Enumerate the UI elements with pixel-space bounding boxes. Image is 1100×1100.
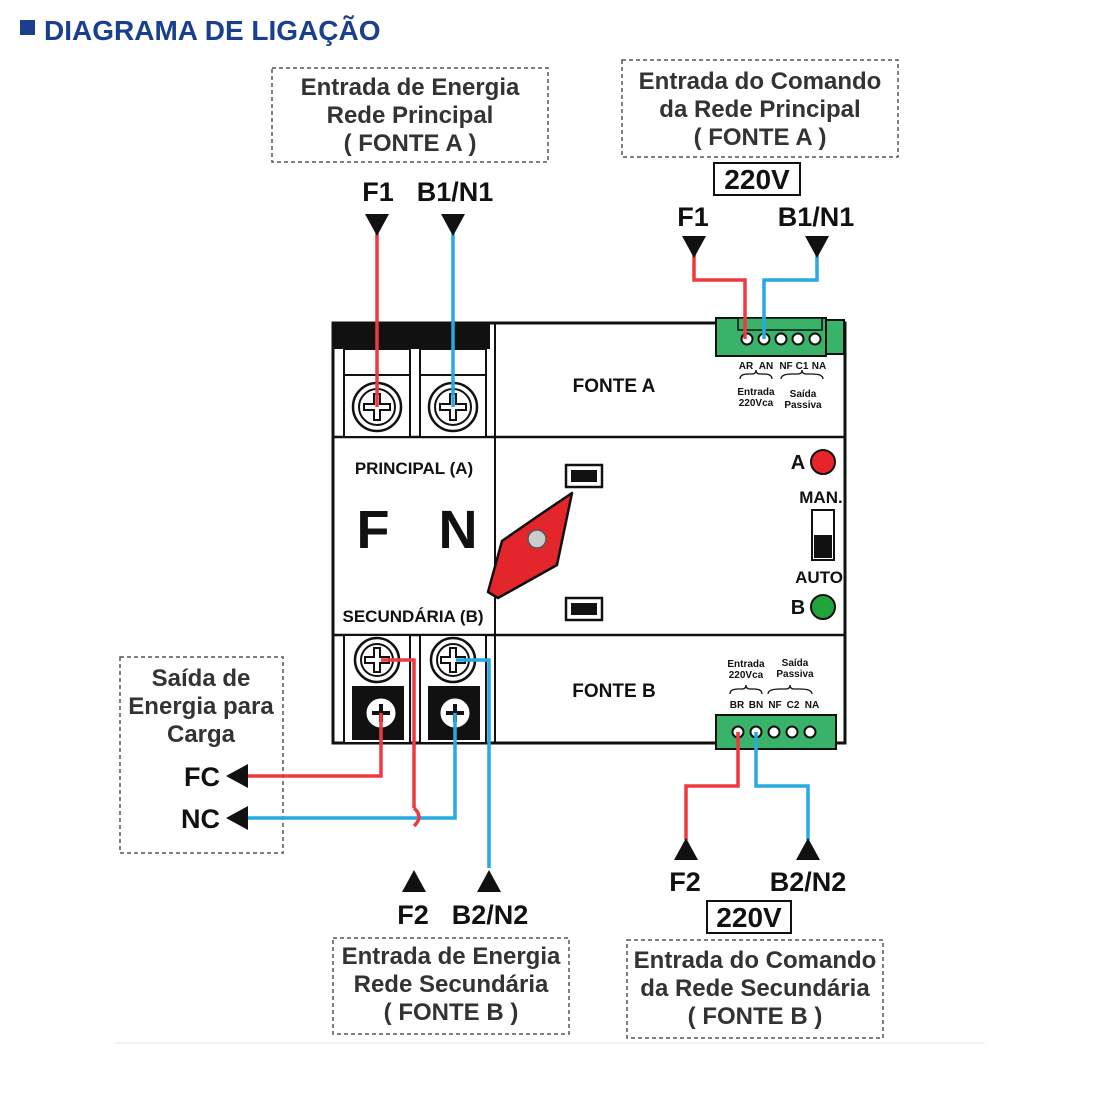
title-bullet-icon [20, 20, 35, 35]
voltage-a-label: 220V [724, 164, 790, 195]
pin-a-ar: AR [739, 361, 754, 372]
pin-b-nf: NF [768, 700, 781, 711]
wire-cmd-b-n2 [754, 732, 810, 840]
label-a-n1: B1/N1 [417, 177, 494, 207]
pin-b-na: NA [805, 700, 819, 711]
command-a-line-2: da Rede Principal [659, 96, 860, 123]
wire-cmd-a-n1 [762, 252, 819, 339]
wire-load-fc [247, 713, 383, 778]
led-a-label: A [791, 452, 805, 474]
energy-b-line-3: ( FONTE B ) [384, 999, 519, 1026]
top-cap [333, 323, 490, 349]
energy-a-line-1: Entrada de Energia [301, 74, 520, 101]
command-b-line-3: ( FONTE B ) [688, 1003, 823, 1030]
terminal-b-entrada-2: 220Vca [729, 670, 764, 681]
pin-a-c1: C1 [796, 361, 809, 372]
terminal-b-saida-1: Saída [782, 658, 809, 669]
terminal-b-saida-2: Passiva [776, 669, 814, 680]
arrow-down-icon [805, 236, 829, 258]
arrow-up-icon [402, 870, 426, 892]
terminal-a-saida-2: Passiva [784, 400, 822, 411]
load-line-3: Carga [167, 721, 236, 748]
terminal-a-entrada-2: 220Vca [739, 398, 774, 409]
terminal-block-a [715, 317, 845, 357]
label-cmd-a-f1: F1 [677, 202, 709, 232]
led-a-icon [810, 449, 836, 475]
terminal-block-b [715, 714, 837, 750]
wire-cmd-a-f1 [692, 252, 747, 339]
energy-b-line-1: Entrada de Energia [342, 943, 561, 970]
manual-lever[interactable] [486, 491, 574, 600]
command-a-line-1: Entrada do Comando [639, 68, 882, 95]
command-a-line-3: ( FONTE A ) [694, 124, 827, 151]
led-b-icon [810, 594, 836, 620]
voltage-b-box: 220V [706, 900, 792, 934]
load-line-2: Energia para [128, 693, 274, 720]
arrow-up-icon [674, 838, 698, 860]
voltage-b-label: 220V [716, 902, 782, 933]
label-b-f2: F2 [397, 900, 429, 930]
led-b-label: B [791, 597, 805, 619]
big-n-label: N [439, 500, 478, 560]
wire-cmd-b-f2 [684, 732, 740, 840]
pin-b-c2: C2 [787, 700, 800, 711]
screw-bottom-f-icon [353, 636, 401, 684]
load-box: Saída de Energia para Carga [119, 656, 284, 854]
pin-b-bn: BN [749, 700, 763, 711]
command-b-box: Entrada do Comando da Rede Secundária ( … [626, 939, 884, 1039]
screw-bottom-n-icon [429, 636, 477, 684]
page-title: DIAGRAMA DE LIGAÇÃO [44, 15, 381, 46]
secundaria-label: SECUNDÁRIA (B) [342, 607, 483, 626]
energy-b-line-2: Rede Secundária [354, 971, 549, 998]
pin-a-nf: NF [779, 361, 792, 372]
energy-a-box: Entrada de Energia Rede Principal ( FONT… [271, 67, 549, 163]
pin-b-br: BR [730, 700, 745, 711]
label-load-fc: FC [184, 762, 220, 792]
arrow-down-icon [441, 214, 465, 236]
energy-a-line-3: ( FONTE A ) [344, 130, 477, 157]
arrow-left-icon [226, 764, 248, 788]
label-b-n2: B2/N2 [452, 900, 529, 930]
man-label: MAN. [799, 488, 842, 507]
auto-label: AUTO [795, 568, 843, 587]
label-load-nc: NC [181, 804, 220, 834]
command-a-box: Entrada do Comando da Rede Principal ( F… [621, 59, 899, 158]
label-cmd-b-n2: B2/N2 [770, 867, 847, 897]
energy-a-line-2: Rede Principal [327, 102, 494, 129]
mode-selector-switch[interactable] [811, 509, 835, 561]
fonte-b-label: FONTE B [572, 681, 655, 702]
wire-b-n2 [456, 658, 491, 868]
energy-b-box: Entrada de Energia Rede Secundária ( FON… [332, 937, 570, 1035]
pin-a-na: NA [812, 361, 826, 372]
command-b-line-1: Entrada do Comando [634, 947, 877, 974]
pin-a-an: AN [759, 361, 773, 372]
label-cmd-a-n1: B1/N1 [778, 202, 855, 232]
terminal-a-saida-1: Saída [790, 389, 817, 400]
fonte-a-label: FONTE A [573, 376, 656, 397]
terminal-b-entrada-1: Entrada [727, 659, 765, 670]
arrow-up-icon [477, 870, 501, 892]
label-a-f1: F1 [362, 177, 394, 207]
label-cmd-b-f2: F2 [669, 867, 701, 897]
arrow-left-icon [226, 806, 248, 830]
arrow-down-icon [682, 236, 706, 258]
terminal-a-entrada-1: Entrada [737, 387, 775, 398]
voltage-a-box: 220V [713, 162, 801, 196]
wire-b-f2 [381, 658, 416, 808]
command-b-line-2: da Rede Secundária [640, 975, 870, 1002]
arrow-down-icon [365, 214, 389, 236]
wire-load-nc [247, 713, 457, 820]
principal-label: PRINCIPAL (A) [355, 459, 473, 478]
big-f-label: F [357, 500, 390, 560]
arrow-up-icon [796, 838, 820, 860]
load-line-1: Saída de [152, 665, 251, 692]
